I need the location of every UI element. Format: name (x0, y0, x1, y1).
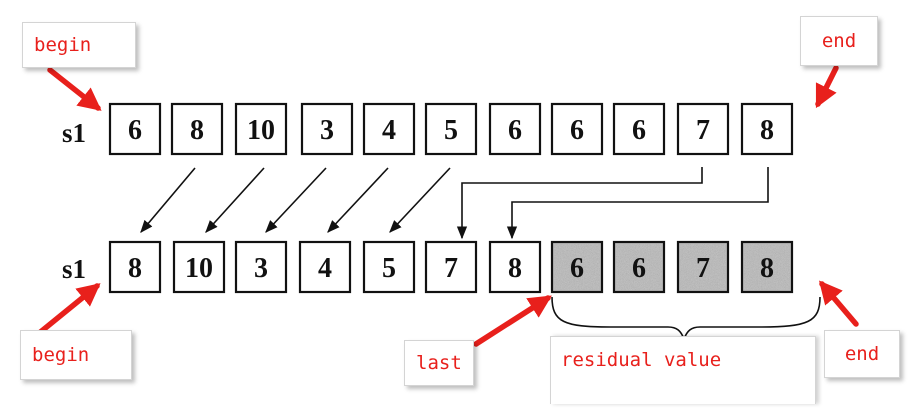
result-cell: 10 (172, 240, 226, 294)
cell-value: 8 (760, 253, 774, 284)
source-array: 6 8 10 3 4 5 6 6 6 7 8 (108, 102, 794, 156)
residual-label: residual value (561, 349, 722, 371)
cell-value: 6 (508, 115, 522, 146)
cell-value: 7 (444, 253, 458, 284)
shift-arrow (140, 167, 196, 233)
begin-bottom-arrow (35, 283, 101, 337)
result-cell: 8 (108, 240, 162, 294)
source-cell: 6 (108, 102, 162, 156)
result-cell: 8 (488, 240, 542, 294)
source-cell: 8 (170, 102, 224, 156)
shift-arrow (389, 167, 451, 233)
pointer-arrows (35, 65, 859, 347)
cell-value: 8 (760, 115, 774, 146)
cell-value: 3 (254, 253, 268, 284)
cell-value: 6 (570, 253, 584, 284)
begin-callout-top: begin (22, 22, 136, 68)
end-top-arrow (815, 65, 839, 109)
source-cell: 10 (234, 102, 288, 156)
end-label-bottom: end (844, 342, 880, 365)
cell-value: 8 (128, 253, 142, 284)
cell-box (170, 102, 224, 156)
cell-value: 6 (570, 115, 584, 146)
cell-stipple (680, 244, 726, 290)
result-cell: 5 (362, 240, 416, 294)
result-cell: 7 (424, 240, 478, 294)
cell-value: 5 (382, 253, 396, 284)
source-cell: 7 (676, 102, 730, 156)
cell-box (108, 102, 162, 156)
source-cell: 3 (300, 102, 354, 156)
end-callout-bottom: end (824, 330, 900, 378)
residual-callout: residual value (550, 336, 816, 404)
cell-box (676, 102, 730, 156)
begin-callout-bottom: begin (20, 330, 132, 380)
cell-box (424, 102, 478, 156)
cell-box (172, 240, 226, 294)
cell-value: 4 (382, 115, 396, 146)
cell-box (424, 240, 478, 294)
cell-value: 7 (696, 253, 710, 284)
cell-value: 8 (190, 115, 204, 146)
cell-box (234, 102, 288, 156)
result-cell: 8 (740, 240, 794, 294)
result-cell: 4 (298, 240, 352, 294)
shift-arrow (327, 167, 389, 233)
source-cell: 6 (488, 102, 542, 156)
cell-value: 5 (444, 115, 458, 146)
source-cell: 5 (424, 102, 478, 156)
cell-box (362, 102, 416, 156)
result-array: 8 10 3 4 5 7 8 6 6 7 8 (108, 240, 794, 294)
begin-top-arrow (47, 67, 102, 111)
source-cell: 6 (612, 102, 666, 156)
cell-box (234, 240, 288, 294)
cell-box (362, 240, 416, 294)
last-arrow (473, 295, 552, 347)
end-label-top: end (821, 29, 857, 52)
source-cell: 8 (740, 102, 794, 156)
cell-value: 6 (128, 115, 142, 146)
cell-stipple (616, 244, 662, 290)
residual-brace (551, 296, 821, 342)
move-arrow-7 (456, 167, 703, 240)
source-cell: 6 (550, 102, 604, 156)
row-label-top: s1 (62, 118, 86, 148)
move-arrow-8 (506, 167, 769, 240)
cell-value: 8 (508, 253, 522, 284)
cell-box (488, 102, 542, 156)
shift-arrow (265, 167, 327, 233)
result-cell: 3 (234, 240, 288, 294)
source-cell: 4 (362, 102, 416, 156)
begin-label-bottom: begin (32, 343, 90, 366)
result-cell: 6 (550, 240, 604, 294)
cell-box (740, 102, 794, 156)
begin-label-top: begin (34, 33, 92, 56)
shift-arrow (205, 167, 265, 233)
cell-box (300, 102, 354, 156)
cell-stipple (744, 244, 790, 290)
cell-value: 4 (318, 253, 332, 284)
end-callout-top: end (800, 16, 878, 66)
row-label-bottom: s1 (62, 254, 86, 284)
shift-arrows (140, 167, 769, 240)
cell-value: 6 (632, 253, 646, 284)
cell-value: 7 (696, 115, 710, 146)
result-cell: 6 (612, 240, 666, 294)
last-callout: last (404, 340, 474, 386)
end-bottom-arrow (819, 280, 859, 327)
cell-box (488, 240, 542, 294)
cell-box (612, 102, 666, 156)
cell-box (550, 102, 604, 156)
cell-value: 10 (247, 115, 275, 146)
cell-value: 6 (632, 115, 646, 146)
last-label: last (416, 351, 462, 374)
cell-value: 10 (185, 253, 213, 284)
result-cell: 7 (676, 240, 730, 294)
cell-box (298, 240, 352, 294)
cell-box (108, 240, 162, 294)
cell-stipple (554, 244, 600, 290)
cell-value: 3 (320, 115, 334, 146)
